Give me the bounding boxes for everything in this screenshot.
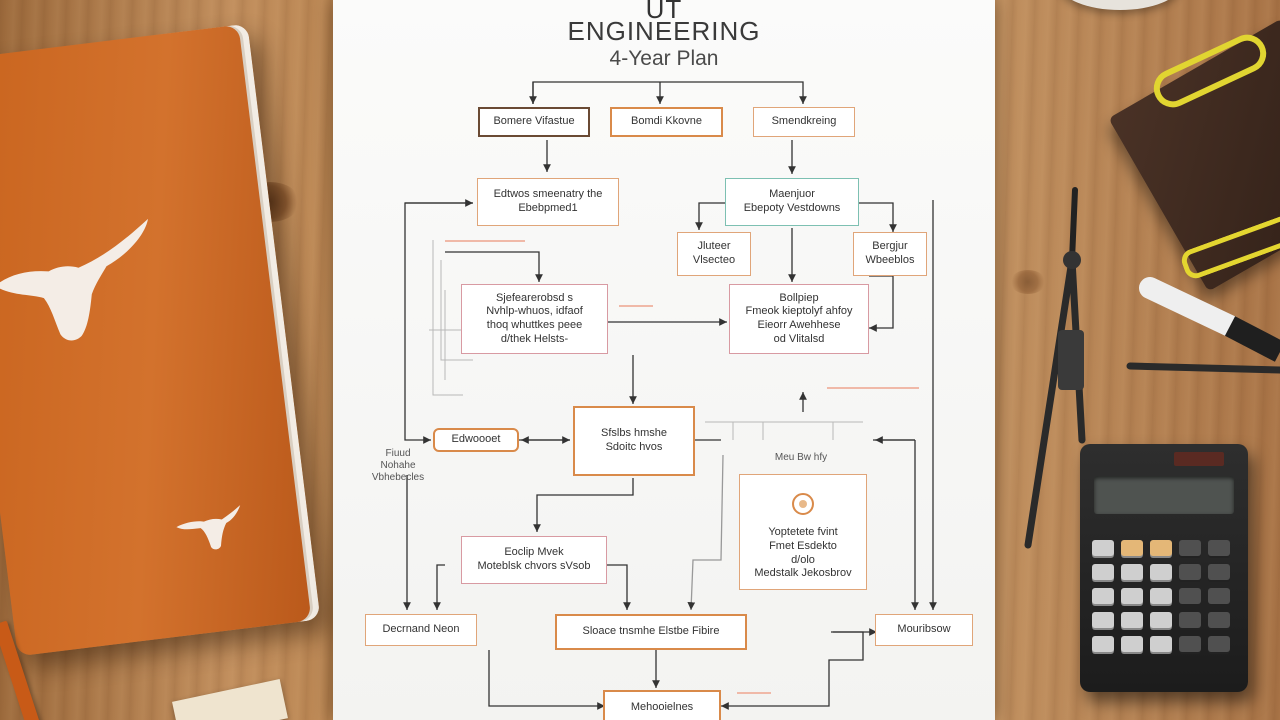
calc-key [1208, 636, 1230, 652]
calc-key [1208, 564, 1230, 580]
calculator-keypad [1092, 540, 1230, 652]
calc-key [1150, 564, 1172, 580]
faint-label [737, 692, 771, 694]
box-left-mid: Edtwos smeenatry the Ebebpmed1 [477, 178, 619, 226]
calc-key [1150, 588, 1172, 604]
box-small-mid: Eoclip Mvek Moteblsk chvors sVsob [461, 536, 607, 584]
pen-icon [1126, 277, 1280, 374]
calculator-solar-panel [1174, 452, 1224, 466]
calculator [1080, 444, 1248, 692]
compass-icon [1024, 187, 1086, 549]
calc-key [1121, 540, 1143, 556]
calc-key [1150, 636, 1172, 652]
box-center-left: Sjefearerobsd s Nvhlp-whuos, idfaof thoq… [461, 284, 608, 354]
calc-key [1179, 612, 1201, 628]
faint-label [827, 387, 919, 389]
box-bottom-right: Mouribsow [875, 614, 973, 646]
box-center: Sfslbs hmshe Sdoitc hvos [573, 406, 695, 476]
box-center-right: Bollpiep Fmeok kieptolyf ahfoy Eieorr Aw… [729, 284, 869, 354]
paper-title: ENGINEERING [567, 16, 761, 46]
coffee-cup [1060, 0, 1180, 10]
box-edwo: Edwoooet [433, 428, 519, 452]
calc-key [1121, 612, 1143, 628]
calc-key [1121, 564, 1143, 580]
box-row1-b: Bomdi Kkovne [610, 107, 723, 137]
flowchart-connectors [403, 81, 937, 710]
paper-subtitle: 4-Year Plan [609, 47, 719, 70]
panel-note: Meu Bw hfy [774, 452, 828, 463]
calc-key [1179, 564, 1201, 580]
calc-key [1208, 612, 1230, 628]
calc-key [1092, 636, 1114, 652]
plan-paper: UT ENGINEERING 4-Year Plan [333, 0, 995, 720]
box-row1-c: Smendkreing [753, 107, 855, 137]
box-row1-a: Bomere Vifastue [478, 107, 590, 137]
calc-key [1150, 612, 1172, 628]
paper-title-top: UT [645, 0, 683, 24]
calc-key [1092, 564, 1114, 580]
calc-key [1150, 540, 1172, 556]
calc-key [1179, 636, 1201, 652]
calculator-display [1094, 476, 1234, 514]
box-small-left: Jluteer Vlsecteo [677, 232, 751, 276]
calc-key [1121, 588, 1143, 604]
faint-label [445, 240, 525, 242]
calc-key [1208, 540, 1230, 556]
calc-key [1092, 588, 1114, 604]
faint-label [619, 305, 653, 307]
calc-key [1179, 540, 1201, 556]
box-bottom-left: Decrnand Neon [365, 614, 477, 646]
box-small-right: Bergjur Wbeeblos [853, 232, 927, 276]
calc-key [1121, 636, 1143, 652]
clock-icon [792, 493, 814, 515]
box-right-mid: Maenjuor Ebepoty Vestdowns [725, 178, 859, 226]
note-left: Fiuud Nohahe Vbhebecles [371, 448, 425, 483]
calc-key [1092, 612, 1114, 628]
calc-key [1208, 588, 1230, 604]
longhorn-small-icon [176, 505, 241, 550]
box-bottom: Mehooielnes [603, 690, 721, 720]
calc-key [1092, 540, 1114, 556]
box-bottom-center: Sloace tnsmhe Elstbe Fibire [555, 614, 747, 650]
longhorn-logo-icon [0, 218, 149, 341]
calc-key [1179, 588, 1201, 604]
